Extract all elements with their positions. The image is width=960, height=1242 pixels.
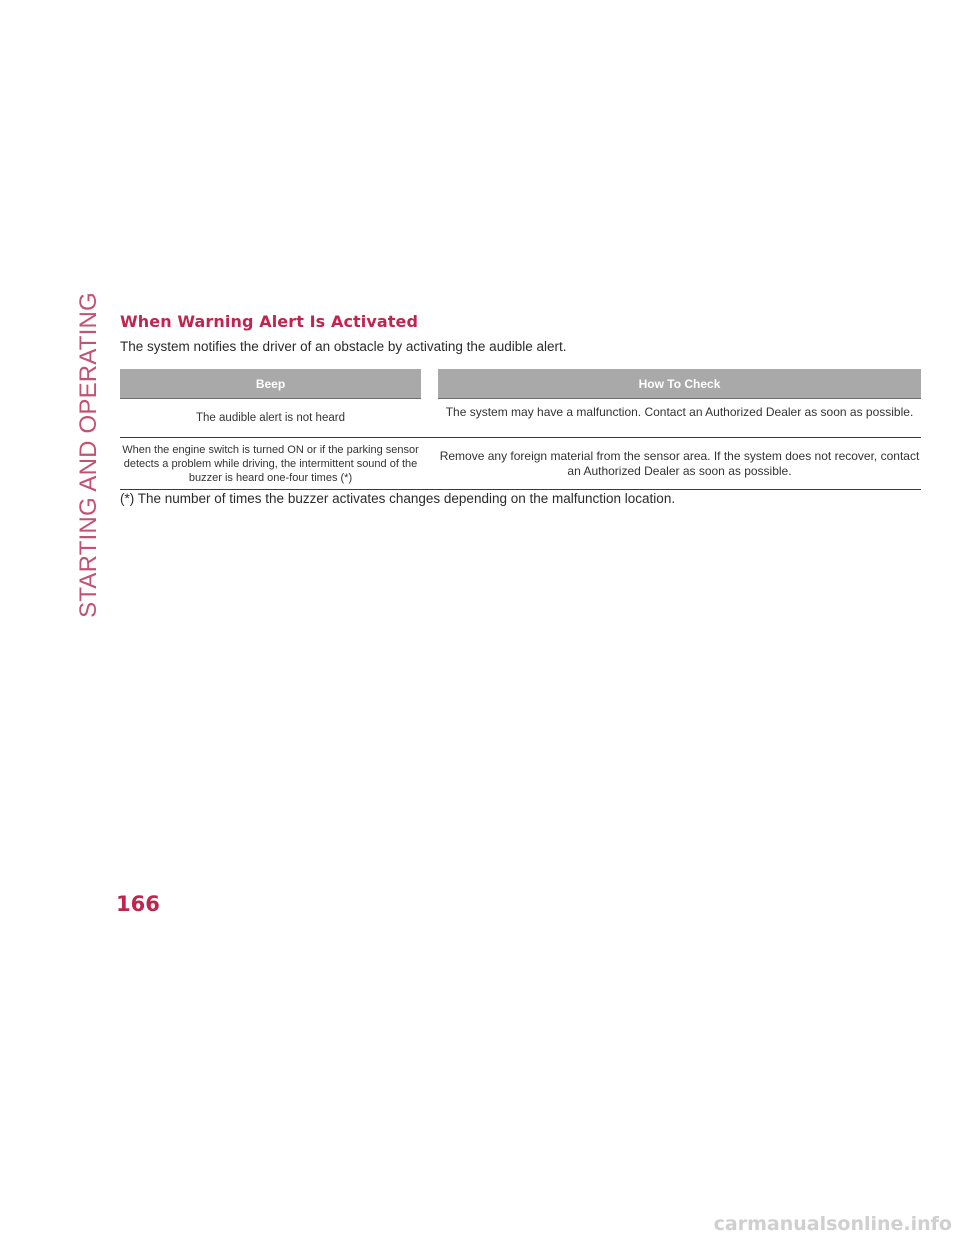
footnote: (*) The number of times the buzzer activ…: [120, 491, 676, 506]
cell-text: The system may have a malfunction. Conta…: [445, 405, 914, 419]
column-header-beep: Beep: [120, 369, 421, 399]
column-gap: [421, 369, 438, 399]
column-gap: [421, 399, 438, 437]
table-row: When the engine switch is turned ON or i…: [120, 438, 921, 490]
table-row: The audible alert is not heard The syste…: [120, 399, 921, 438]
section-side-tab-label: STARTING AND OPERATING: [75, 292, 102, 618]
watermark-text: carmanualsonline.info: [713, 1213, 952, 1235]
table-header-row: Beep How To Check: [120, 369, 921, 399]
table-cell-beep: When the engine switch is turned ON or i…: [120, 438, 421, 489]
cell-text: Remove any foreign material from the sen…: [439, 448, 920, 478]
section-heading: When Warning Alert Is Activated: [120, 312, 419, 331]
table-cell-beep: The audible alert is not heard: [120, 399, 421, 437]
table-cell-how-to-check: Remove any foreign material from the sen…: [438, 438, 921, 489]
table-cell-how-to-check: The system may have a malfunction. Conta…: [438, 399, 921, 437]
alert-table: Beep How To Check The audible alert is n…: [120, 369, 921, 490]
page-number: 166: [116, 892, 160, 916]
cell-text: The audible alert is not heard: [196, 412, 345, 424]
column-header-how-to-check: How To Check: [438, 369, 921, 399]
cell-text: When the engine switch is turned ON or i…: [122, 443, 419, 484]
section-side-tab: STARTING AND OPERATING: [74, 292, 104, 618]
intro-paragraph: The system notifies the driver of an obs…: [120, 339, 567, 354]
column-gap: [421, 438, 438, 489]
